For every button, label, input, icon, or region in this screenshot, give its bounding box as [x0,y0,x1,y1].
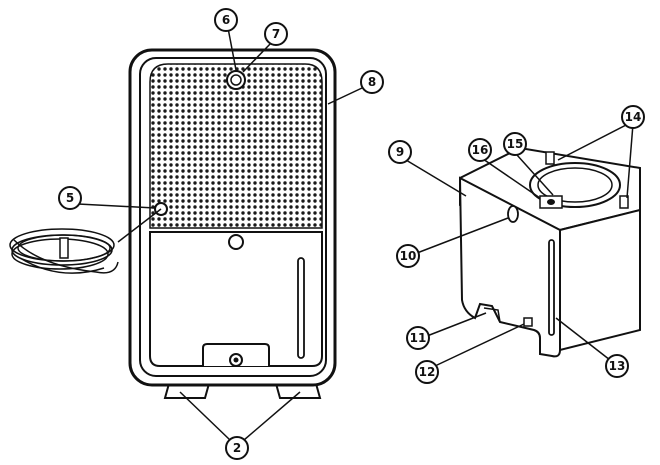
callout-13: 13 [605,354,629,378]
callout-11-label: 11 [410,331,427,345]
callout-6-label: 6 [222,13,230,27]
callout-9-label: 9 [396,145,404,159]
callout-5: 5 [58,186,82,210]
bracket-side [559,208,641,352]
power-cord [9,208,162,274]
bracket-front [458,176,561,358]
bracket-tab-right [619,195,629,209]
tank-panel [149,231,323,367]
bracket-slot [548,239,555,336]
callout-8-label: 8 [368,75,376,89]
callout-11: 11 [406,326,430,350]
callout-15-label: 15 [507,137,524,151]
callout-12-label: 12 [419,365,436,379]
callout-14-label: 14 [625,110,642,124]
callout-15: 15 [503,132,527,156]
bracket-hole [507,205,519,223]
callouts: 2 5 6 7 8 9 10 11 [58,8,645,460]
bracket-ring-inner [537,167,613,203]
callout-9: 9 [388,140,412,164]
callout-16: 16 [468,138,492,162]
mounting-bracket [458,146,641,358]
bracket-clip [523,317,533,327]
callout-5-label: 5 [66,191,74,205]
leader-lines [77,27,634,441]
callout-2-label: 2 [233,441,241,455]
tank-latch [228,234,244,250]
callout-7-label: 7 [272,27,280,41]
light-sensor-lens [230,74,242,86]
callout-14: 14 [621,105,645,129]
callout-10-label: 10 [400,249,417,263]
callout-12: 12 [415,360,439,384]
main-unit [9,48,337,399]
drain-port-inner [233,357,239,363]
grill-panel [149,63,323,229]
bracket-screw [547,199,555,205]
bracket-notch [483,307,501,323]
callout-8: 8 [360,70,384,94]
callout-7: 7 [264,22,288,46]
water-level-window [297,257,305,359]
callout-2: 2 [225,436,249,460]
callout-6: 6 [214,8,238,32]
bracket-tab-left [545,151,555,165]
callout-10: 10 [396,244,420,268]
callout-13-label: 13 [609,359,626,373]
callout-16-label: 16 [472,143,489,157]
